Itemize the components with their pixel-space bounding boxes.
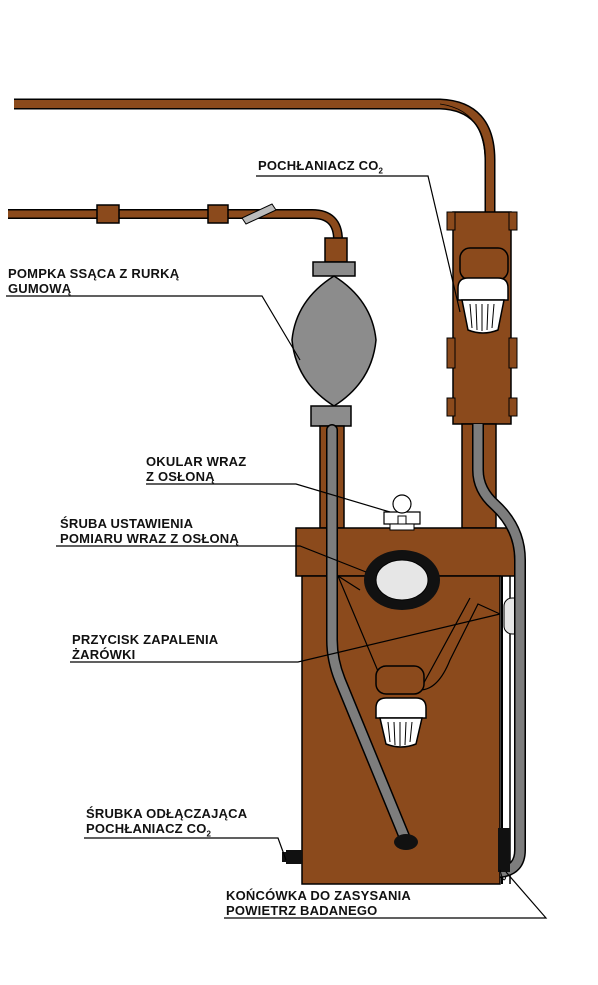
label-absorber: POCHŁANIACZ CO2 [258, 158, 384, 176]
label-eyepiece: OKULAR WRAZ Z OSŁONĄ [146, 454, 247, 484]
label-detach-screw: ŚRUBKA ODŁĄCZAJĄCA POCHŁANIACZ CO2 [86, 806, 248, 839]
absorber-column [446, 211, 518, 529]
label-measure-screw: ŚRUBA USTAWIENIA POMIARU WRAZ Z OSŁONĄ [60, 516, 239, 546]
absorber-insert-icon [457, 277, 509, 334]
upper-hose [14, 98, 496, 214]
label-pump: POMPKA SSĄCA Z RURKĄ GUMOWĄ [8, 266, 180, 296]
instrument-body [282, 424, 526, 885]
label-intake-tip: KOŃCÓWKA DO ZASYSANIA POWIETRZ BADANEGO [226, 888, 411, 918]
leader-lines [6, 175, 548, 919]
measurement-screw-icon [364, 550, 440, 610]
lamp-icon [375, 665, 427, 748]
eyepiece-icon [383, 494, 421, 531]
pump-hose [8, 203, 343, 241]
label-lamp-button: PRZYCISK ZAPALENIA ŻARÓWKI [72, 632, 219, 662]
